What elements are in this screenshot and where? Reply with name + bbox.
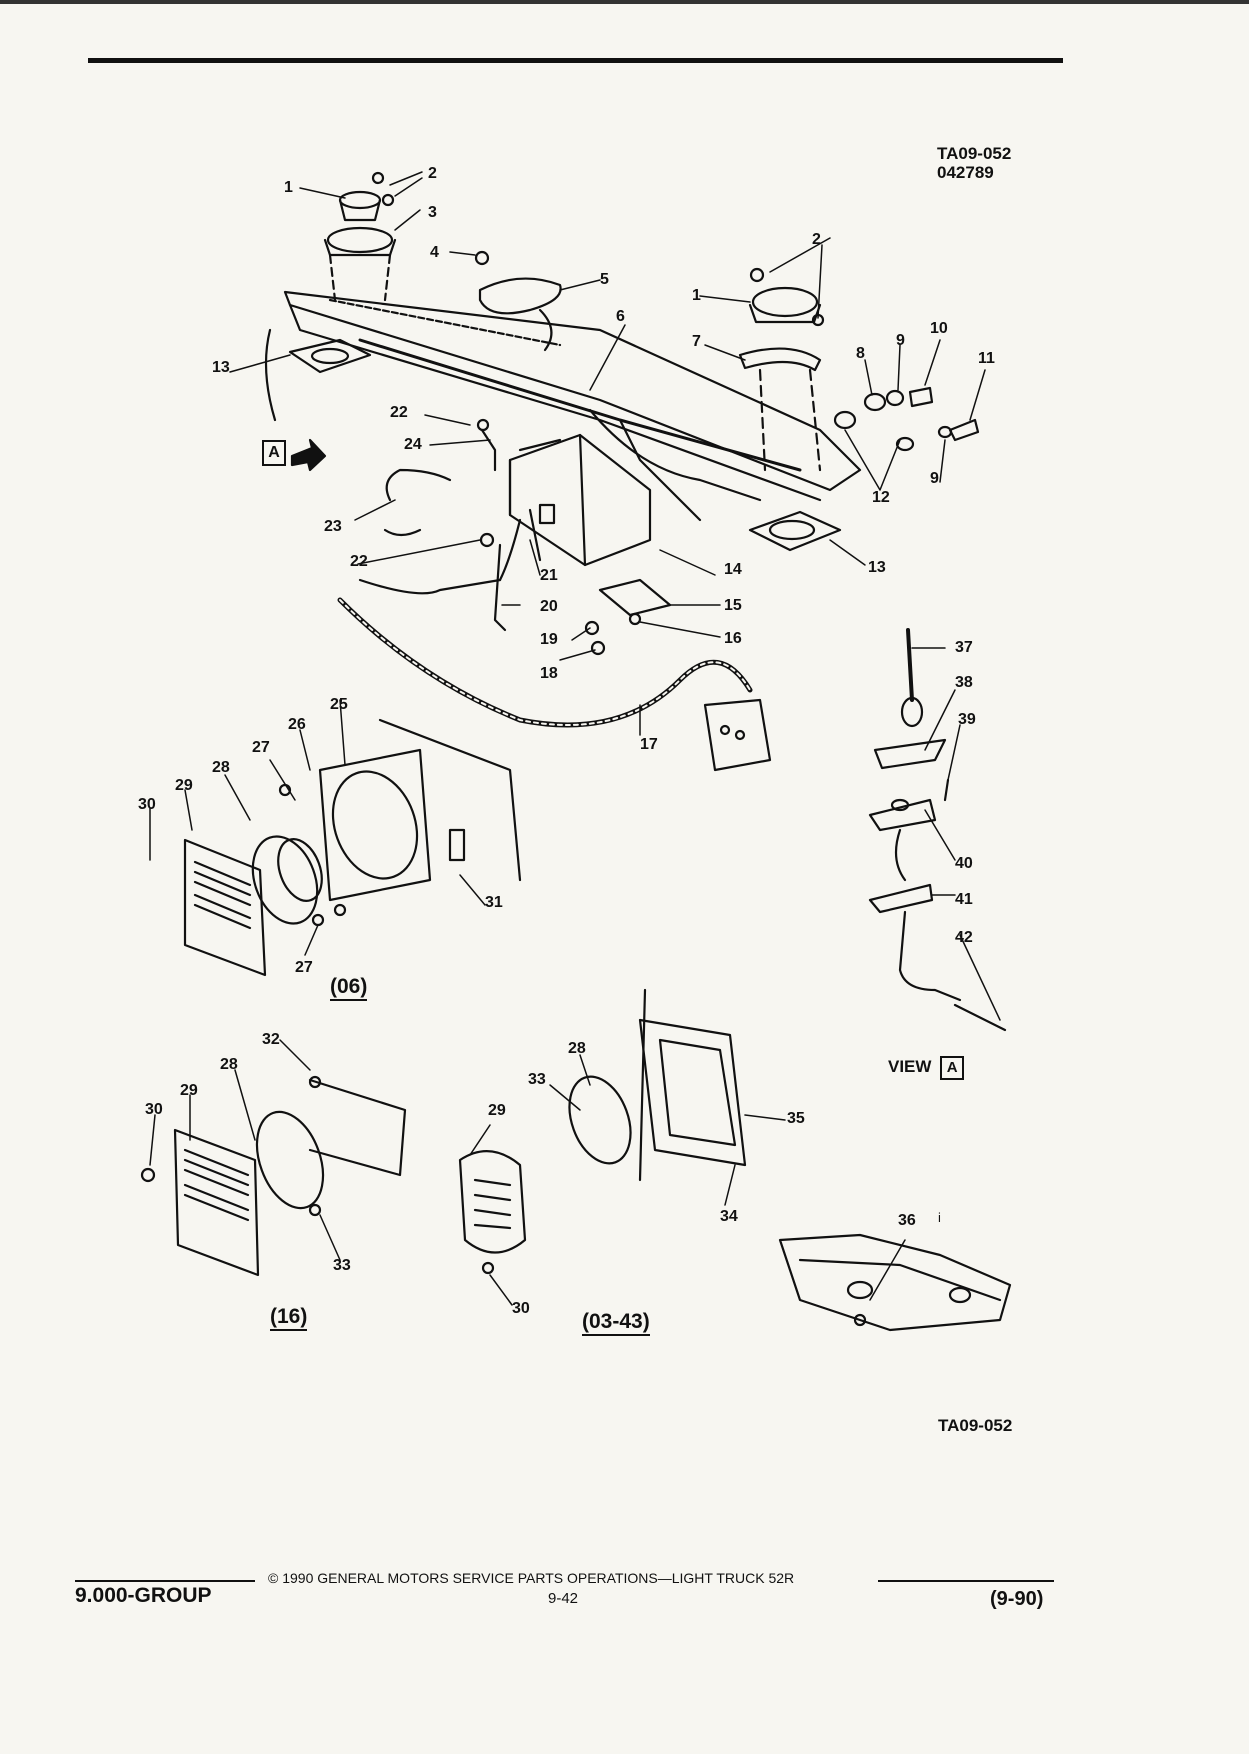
speaker-assembly-03-43 xyxy=(458,988,747,1275)
callout-31: 31 xyxy=(485,894,503,911)
callout-1: 1 xyxy=(284,179,293,196)
callout-27: 27 xyxy=(252,739,270,756)
mounting-hardware xyxy=(833,386,980,452)
callout-36: 36 xyxy=(898,1212,916,1229)
antenna-assembly xyxy=(868,628,1007,1032)
footer-rule-left xyxy=(75,1580,255,1582)
right-top-speaker xyxy=(738,267,825,472)
callout-12: 12 xyxy=(872,489,890,506)
callout-13: 13 xyxy=(212,359,230,376)
callout-28c: 28 xyxy=(568,1040,586,1057)
wiring-harness xyxy=(358,468,507,632)
callout-33b: 33 xyxy=(528,1071,546,1088)
callout-26: 26 xyxy=(288,716,306,733)
instrument-panel-beam xyxy=(264,290,862,522)
cover-plate xyxy=(474,250,562,352)
callout-17: 17 xyxy=(640,736,658,753)
callout-34: 34 xyxy=(720,1208,738,1225)
view-a-arrow-box: A xyxy=(262,440,286,466)
view-a-label-text: VIEW xyxy=(888,1057,932,1076)
callout-30: 30 xyxy=(138,796,156,813)
small-mark: i xyxy=(938,1210,941,1225)
footer-rule-right xyxy=(878,1580,1054,1582)
callout-18: 18 xyxy=(540,665,558,682)
connector-detail xyxy=(778,1233,1012,1332)
view-a-letter-box: A xyxy=(940,1056,965,1080)
callout-19: 19 xyxy=(540,631,558,648)
figure-id-bottom: TA09-052 xyxy=(938,1416,1013,1435)
footer-group: 9.000-GROUP xyxy=(75,1584,212,1607)
callout-28b: 28 xyxy=(220,1056,238,1073)
callout-4: 4 xyxy=(430,244,439,261)
receiver-bracket xyxy=(584,578,672,656)
view-a-arrow-letter: A xyxy=(268,444,280,461)
callout-30c: 30 xyxy=(512,1300,530,1317)
callout-27b: 27 xyxy=(295,959,313,976)
callout-11: 11 xyxy=(978,350,995,367)
view-a-label: VIEW A xyxy=(888,1056,965,1080)
callout-33: 33 xyxy=(333,1257,351,1274)
speaker-assembly-16 xyxy=(140,1075,407,1277)
footer-page-number: 9-42 xyxy=(548,1590,579,1607)
callout-1b: 1 xyxy=(692,287,701,304)
callout-14: 14 xyxy=(724,561,742,578)
callout-32: 32 xyxy=(262,1031,280,1048)
callout-41: 41 xyxy=(955,891,973,908)
callout-21: 21 xyxy=(540,567,558,584)
callout-25: 25 xyxy=(330,696,348,713)
subview-06-label: (06) xyxy=(330,975,368,1001)
callout-2: 2 xyxy=(428,165,437,182)
subview-16-label: (16) xyxy=(270,1305,308,1331)
callout-29b: 29 xyxy=(180,1082,198,1099)
callout-28: 28 xyxy=(212,759,230,776)
callout-23: 23 xyxy=(324,518,342,535)
speaker-assembly-06 xyxy=(183,718,522,977)
drawing-date: 042789 xyxy=(937,163,994,182)
callout-2b: 2 xyxy=(812,231,821,248)
header-rule xyxy=(88,58,1063,63)
callout-8: 8 xyxy=(856,345,865,362)
callout-22b: 22 xyxy=(350,553,368,570)
radio-receiver xyxy=(476,418,652,582)
callout-16: 16 xyxy=(724,630,742,647)
callout-20: 20 xyxy=(540,598,558,615)
callout-35: 35 xyxy=(787,1110,805,1127)
callout-6: 6 xyxy=(616,308,625,325)
top-border-rule xyxy=(0,0,1249,4)
callout-40: 40 xyxy=(955,855,973,872)
callout-10: 10 xyxy=(930,320,948,337)
callout-22: 22 xyxy=(390,404,408,421)
callout-29c: 29 xyxy=(488,1102,506,1119)
left-bracket xyxy=(288,338,372,374)
callout-9b: 9 xyxy=(930,470,939,487)
callout-39: 39 xyxy=(958,711,976,728)
callout-30b: 30 xyxy=(145,1101,163,1118)
leader-lines xyxy=(149,171,1001,1306)
callout-5: 5 xyxy=(600,271,609,288)
right-bracket xyxy=(748,510,842,552)
callout-13b: 13 xyxy=(868,559,886,576)
drawing-id: TA09-052 xyxy=(937,144,1012,163)
footer-copyright: © 1990 GENERAL MOTORS SERVICE PARTS OPER… xyxy=(268,1570,795,1586)
view-a-arrow xyxy=(290,438,327,472)
callout-24: 24 xyxy=(404,436,422,453)
callout-3: 3 xyxy=(428,204,437,221)
left-top-speaker xyxy=(323,171,397,302)
subview-03-43-label: (03-43) xyxy=(582,1310,650,1336)
callout-15: 15 xyxy=(724,597,742,614)
footer-revision: (9-90) xyxy=(990,1588,1044,1610)
callout-29: 29 xyxy=(175,777,193,794)
antenna-cable xyxy=(337,597,772,772)
callout-37: 37 xyxy=(955,639,973,656)
callout-38: 38 xyxy=(955,674,973,691)
callout-7: 7 xyxy=(692,333,701,350)
callout-9: 9 xyxy=(896,332,905,349)
callout-42: 42 xyxy=(955,929,973,946)
